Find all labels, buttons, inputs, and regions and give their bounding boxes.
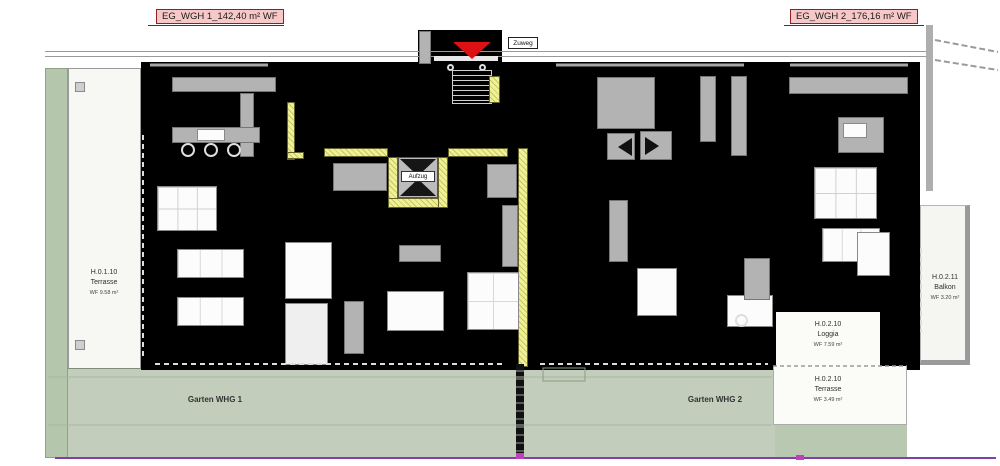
single-bed	[637, 268, 677, 316]
bar-stool	[181, 143, 195, 157]
room-code: H.0.2.11	[932, 274, 958, 281]
sofa	[177, 297, 244, 326]
terrace-right-area	[773, 366, 907, 425]
terrace-left-label: H.0.1.10 Terrasse WF 9.58 m²	[70, 268, 138, 298]
garden-1-text: Garten WHG 1	[187, 395, 243, 404]
cooktop	[197, 129, 225, 141]
chair	[735, 314, 748, 327]
elevator-shaft: Aufzug	[398, 157, 438, 198]
garden-fence	[516, 364, 524, 458]
dimension-bar-right	[926, 25, 933, 191]
apartment-1-label: EG_WGH 1_142,40 m² WF	[162, 11, 278, 22]
entrance-arrow-icon	[453, 42, 491, 59]
wall-yellow-entrance	[489, 76, 500, 103]
sofa	[177, 249, 244, 278]
wall-yellow-kitchen-foot	[287, 152, 304, 159]
terrace-left-area	[68, 68, 141, 370]
cabinet	[744, 258, 770, 300]
wall-yellow-elevator-right	[438, 157, 448, 208]
wardrobe	[487, 164, 517, 198]
loggia-area	[776, 312, 880, 366]
service-duct	[731, 76, 747, 156]
terrace-right-label: H.0.2.10 Terrasse WF 3.49 m²	[788, 375, 868, 405]
terrace-left-drain	[75, 82, 85, 92]
cooktop	[843, 123, 867, 138]
room-name: Balkon	[934, 284, 956, 292]
terrace-left-drain	[75, 340, 85, 350]
kitchen-counter	[172, 77, 276, 92]
elevator-label-box: Aufzug	[401, 171, 435, 182]
service-duct	[700, 76, 716, 142]
entrance-canopy	[419, 31, 431, 64]
elevator-symbol-icon	[400, 159, 436, 196]
room-name: Loggia	[817, 331, 839, 339]
balcony-label: H.0.2.11 Balkon WF 3.20 m²	[921, 273, 969, 303]
closet-strip	[502, 205, 518, 267]
coffee-table	[399, 245, 441, 262]
media-board	[344, 301, 364, 354]
room-code: H.0.1.10	[90, 269, 118, 276]
dining-table	[814, 167, 877, 219]
garden-left-strip	[45, 68, 68, 458]
wall-yellow-corridor-right	[448, 148, 508, 157]
door-swing-icon	[645, 137, 659, 155]
garden-2-text: Garten WHG 2	[687, 395, 743, 404]
bar-stool	[227, 143, 241, 157]
door-swing	[607, 133, 635, 160]
door-swing-icon	[618, 138, 632, 156]
wall-yellow-kitchen	[287, 102, 295, 160]
bathroom-fixtures	[333, 163, 387, 191]
elevator-label: Aufzug	[408, 174, 428, 180]
dining-table	[157, 186, 217, 231]
apartment-2-label: EG_WGH 2_176,16 m² WF	[796, 11, 912, 22]
desk-unit	[285, 242, 332, 299]
loggia-label: H.0.2.10 Loggia WF 7.59 m²	[788, 320, 868, 350]
single-bed	[857, 232, 890, 276]
wall-yellow-corridor-left	[324, 148, 388, 157]
cabinet	[285, 303, 328, 365]
kitchen-counter	[789, 77, 908, 94]
room-area: WF 9.58 m²	[89, 290, 119, 297]
wall-yellow-party-wall	[518, 148, 528, 367]
room-name: Terrasse	[90, 279, 118, 287]
entrance-column	[447, 64, 454, 71]
room-area: WF 3.20 m²	[930, 295, 960, 302]
corner-sofa	[387, 291, 444, 331]
garden-2-area	[520, 368, 775, 457]
bar-stool	[204, 143, 218, 157]
bathroom-fixtures	[597, 77, 655, 129]
room-code: H.0.2.10	[814, 376, 842, 383]
kitchen-tall-unit	[240, 93, 254, 157]
zuweg-label: Zuweg	[513, 40, 533, 47]
garden-1-label: Garten WHG 1	[150, 394, 280, 406]
garden-2-label: Garten WHG 2	[650, 394, 780, 406]
terrace-right-green	[775, 425, 907, 457]
apartment-2-label-box: EG_WGH 2_176,16 m² WF	[790, 9, 918, 24]
balcony-area	[920, 205, 970, 365]
apartment-1-leader-line	[148, 25, 284, 26]
entrance-stairs	[452, 70, 492, 104]
room-area: WF 3.49 m²	[813, 397, 843, 404]
apartment-1-label-box: EG_WGH 1_142,40 m² WF	[156, 9, 284, 24]
door-swing	[640, 131, 672, 160]
garden-1-area	[68, 368, 520, 457]
apartment-2-leader-line	[784, 25, 924, 26]
double-bed	[467, 272, 519, 330]
zuweg-label-box: Zuweg	[508, 37, 538, 49]
room-area: WF 7.59 m²	[813, 342, 843, 349]
room-name: Terrasse	[814, 386, 842, 394]
room-code: H.0.2.10	[814, 321, 842, 328]
wardrobe	[609, 200, 628, 262]
